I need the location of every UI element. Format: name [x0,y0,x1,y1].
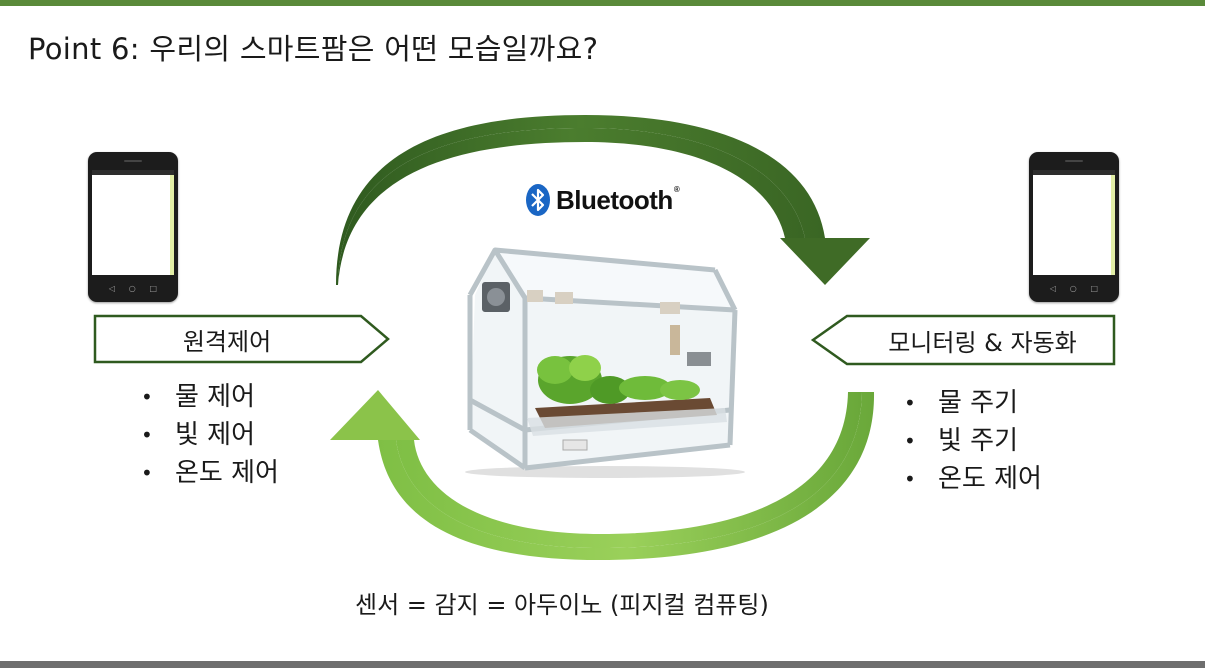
monitoring-automation-label: 모니터링 & 자동화 [888,328,1077,357]
list-item: •온도 제어 [904,464,1042,494]
bottom-accent-bar [0,661,1205,668]
list-item: •빛 제어 [141,420,256,450]
list-item: •물 주기 [904,388,1019,418]
monitoring-automation-banner: 모니터링 & 자동화 [809,314,1116,366]
right-smartphone-icon: ◁○□ [1029,152,1119,302]
top-accent-bar [0,0,1205,6]
remote-control-list: •물 제어 •빛 제어 •온도 제어 [141,378,279,492]
slide-title: Point 6: 우리의 스마트팜은 어떤 모습일까요? [28,32,599,66]
bluetooth-icon [526,184,550,216]
left-smartphone-icon: ◁○□ [88,152,178,302]
list-item: •물 제어 [141,382,256,412]
list-item: •온도 제어 [141,458,279,488]
list-item: •빛 주기 [904,426,1019,456]
remote-control-label: 원격제어 [182,327,272,356]
automation-list: •물 주기 •빛 주기 •온도 제어 [904,384,1042,498]
smart-greenhouse-image [465,247,745,478]
bottom-cycle-arrow-icon [330,390,875,560]
caption-sensor-arduino: 센서 = 감지 = 아두이노 (피지컬 컴퓨팅) [355,591,769,619]
remote-control-banner: 원격제어 [93,314,391,364]
top-cycle-arrow-icon [336,115,870,285]
bluetooth-logo: Bluetooth® [526,183,680,217]
bluetooth-label: Bluetooth [556,184,673,215]
